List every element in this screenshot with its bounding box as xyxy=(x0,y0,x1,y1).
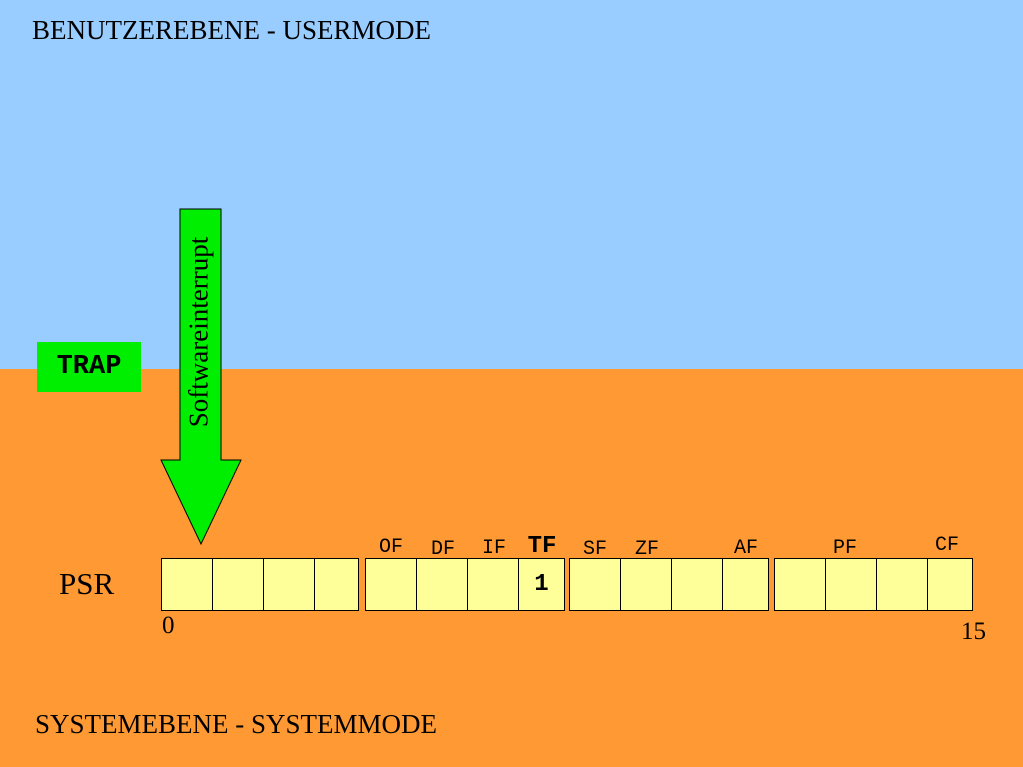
bit-index-end: 15 xyxy=(961,618,986,645)
psr-cell xyxy=(315,559,358,610)
psr-group-4 xyxy=(774,558,973,611)
flag-if-label: IF xyxy=(481,537,507,560)
psr-cell xyxy=(672,559,723,610)
psr-cell-pf xyxy=(826,559,877,610)
psr-cell-df xyxy=(417,559,468,610)
psr-cell-af xyxy=(723,559,768,610)
psr-cell-tf: 1 xyxy=(534,571,549,598)
psr-cell-sf xyxy=(570,559,621,610)
psr-group-3 xyxy=(569,558,769,611)
flag-af-label: AF xyxy=(733,537,759,560)
flag-cf-label: CF xyxy=(934,534,960,557)
flag-of-label: OF xyxy=(378,536,404,559)
user-mode-zone xyxy=(0,0,1023,370)
psr-group-1 xyxy=(161,558,359,611)
psr-label: PSR xyxy=(59,566,115,601)
trap-box: TRAP xyxy=(37,342,141,392)
flag-zf-label: ZF xyxy=(634,538,660,561)
user-mode-title: BENUTZEREBENE - USERMODE xyxy=(32,15,431,45)
psr-cell xyxy=(775,559,826,610)
bit-index-start: 0 xyxy=(162,612,175,639)
psr-cell xyxy=(264,559,315,610)
flag-sf-label: SF xyxy=(582,538,608,561)
psr-cell-of xyxy=(366,559,417,610)
psr-group-2: 1 xyxy=(365,558,565,611)
flag-pf-label: PF xyxy=(832,537,858,560)
arrow-label: Softwareinterrupt xyxy=(183,236,214,428)
psr-cell-cf xyxy=(928,559,972,610)
system-mode-title: SYSTEMEBENE - SYSTEMMODE xyxy=(35,709,438,739)
psr-cell-zf xyxy=(621,559,672,610)
psr-cell-if xyxy=(468,559,519,610)
flag-tf-label: TF xyxy=(527,533,557,560)
psr-cell xyxy=(213,559,264,610)
flag-df-label: DF xyxy=(430,538,456,561)
psr-cell xyxy=(162,559,213,610)
psr-cell xyxy=(877,559,928,610)
